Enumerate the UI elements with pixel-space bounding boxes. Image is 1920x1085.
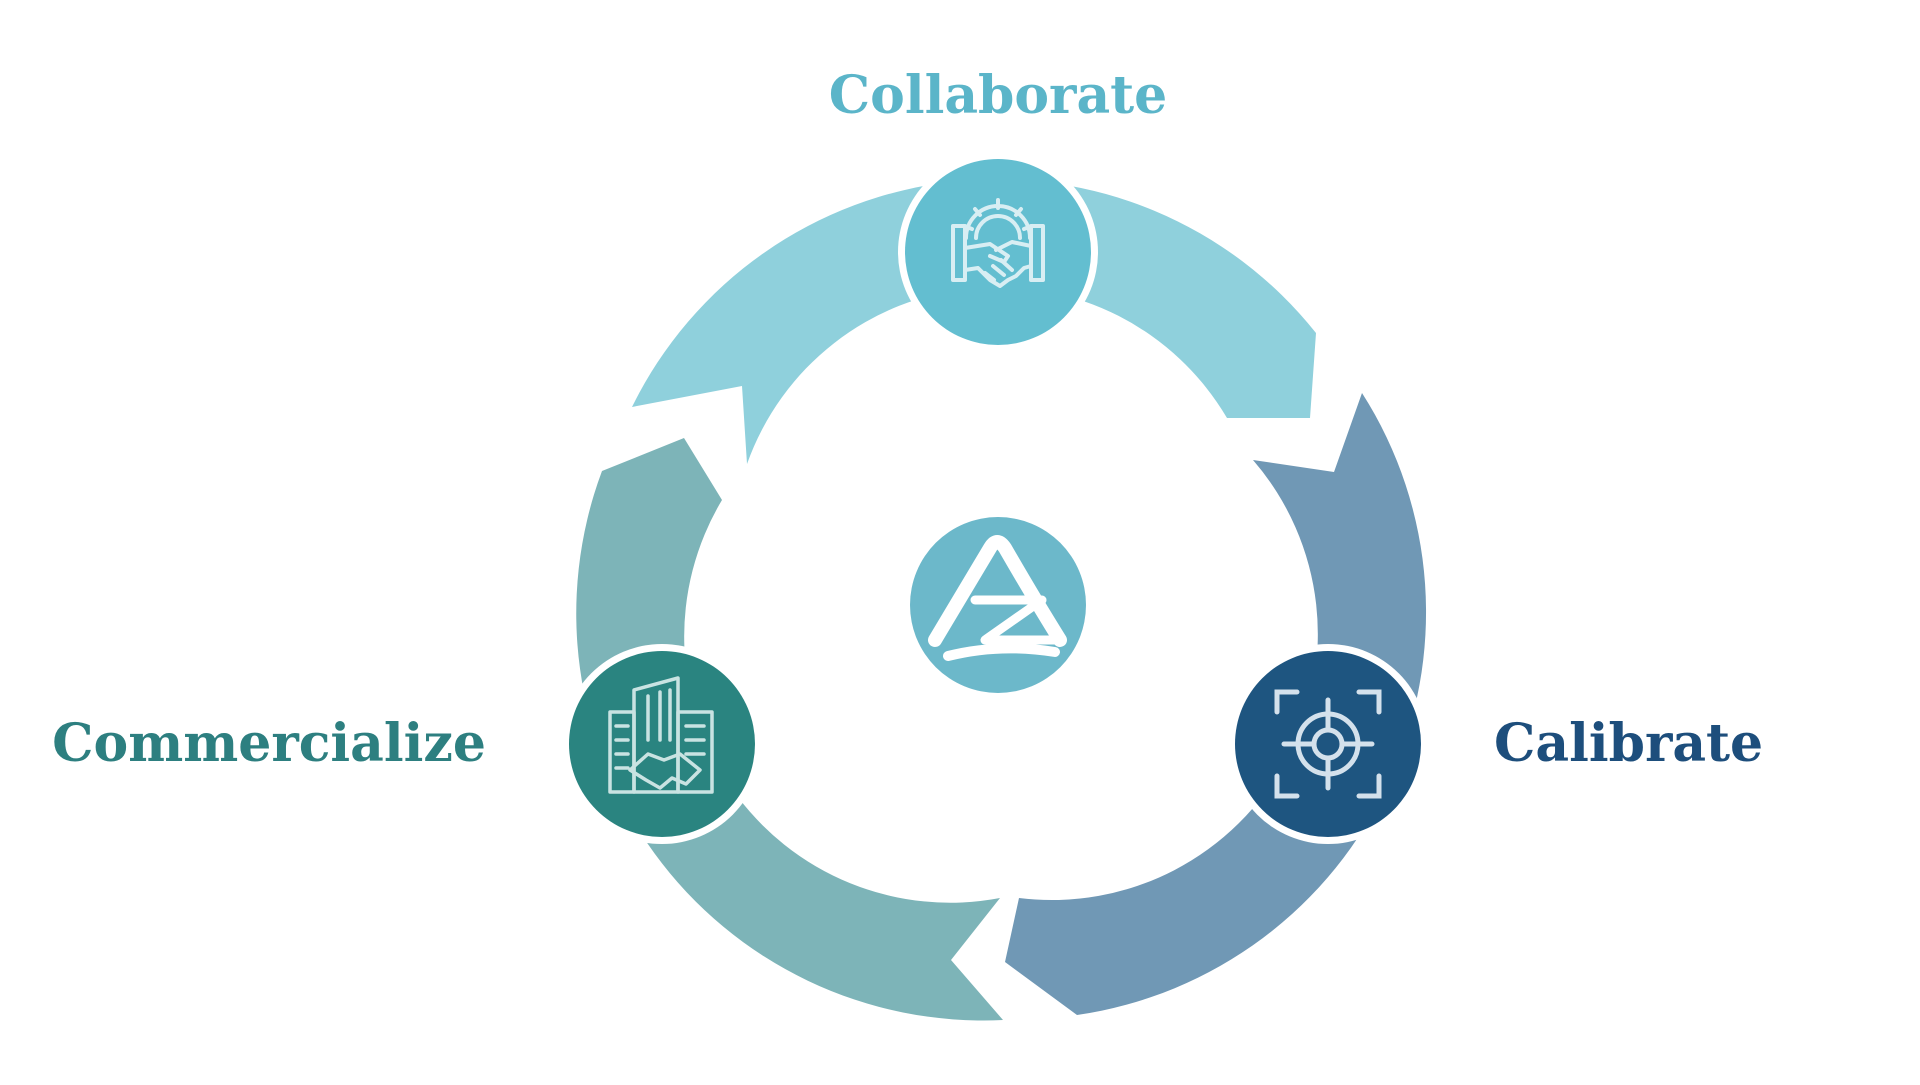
cycle-arrow-collaborate: [632, 179, 1316, 465]
commercialize-label: Commercialize: [52, 713, 486, 774]
cycle-arrow-calibrate: [1005, 393, 1427, 1015]
collaborate-node: [898, 152, 1098, 352]
handshake-gear-icon: [951, 198, 1045, 288]
calibrate-node: [1228, 644, 1428, 844]
triangle-logo-icon: [928, 535, 1067, 661]
target-icon: [1274, 689, 1382, 799]
center-logo: [910, 517, 1086, 693]
commercialize-node: [562, 644, 762, 844]
collaborate-label: Collaborate: [828, 65, 1168, 126]
cycle-arrow-commercialize: [576, 438, 1003, 1021]
calibrate-label: Calibrate: [1494, 713, 1764, 774]
buildings-handshake-icon: [608, 676, 714, 794]
